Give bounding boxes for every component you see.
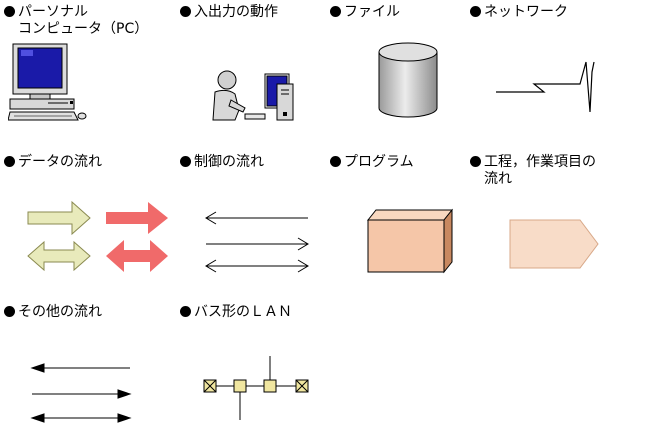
personal-computer-icon <box>8 40 88 122</box>
label-personal-computer: パーソナル コンピュータ（PC） <box>4 4 148 38</box>
label-bus-lan: バス形のＬＡＮ <box>180 304 292 321</box>
control-flow-arrows-icon <box>204 208 310 274</box>
other-flow-arrows-icon <box>30 358 132 424</box>
bullet-icon <box>4 156 15 167</box>
bullet-icon <box>4 6 15 17</box>
label-data-flow: データの流れ <box>4 154 102 171</box>
bullet-icon <box>330 6 341 17</box>
label-process-flow: 工程，作業項目の 流れ <box>470 154 596 188</box>
label-program: プログラム <box>330 154 414 171</box>
bullet-icon <box>470 6 481 17</box>
file-cylinder-icon <box>377 42 439 120</box>
bullet-icon <box>4 306 15 317</box>
label-io-operation: 入出力の動作 <box>180 4 278 21</box>
data-flow-arrows-icon <box>26 200 171 272</box>
label-other-flow: その他の流れ <box>4 304 102 321</box>
bullet-icon <box>180 6 191 17</box>
bullet-icon <box>180 306 191 317</box>
bullet-icon <box>180 156 191 167</box>
bullet-icon <box>470 156 481 167</box>
process-flow-pentagon-icon <box>508 218 600 270</box>
bus-lan-icon <box>200 352 312 424</box>
network-zigzag-icon <box>494 52 604 124</box>
bullet-icon <box>330 156 341 167</box>
io-operation-icon <box>205 70 297 122</box>
program-box-icon <box>364 208 454 274</box>
label-control-flow: 制御の流れ <box>180 154 264 171</box>
label-file: ファイル <box>330 4 400 21</box>
label-network: ネットワーク <box>470 4 568 21</box>
